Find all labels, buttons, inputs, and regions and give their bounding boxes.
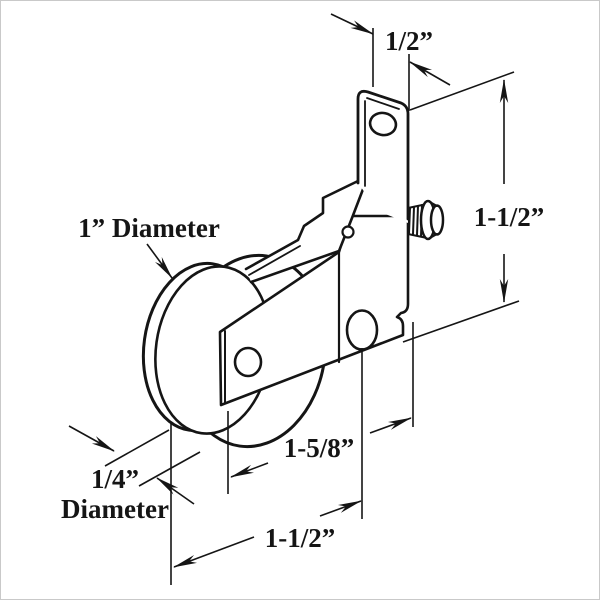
dim-wheel-diameter: 1” Diameter xyxy=(78,213,220,279)
rivet xyxy=(341,225,355,239)
label-tab-width: 1/2” xyxy=(385,26,433,56)
screw-head-cap xyxy=(429,204,445,236)
front-plate-hole xyxy=(233,346,263,378)
arm-face xyxy=(246,181,365,282)
label-groove-diameter-value: 1/4” xyxy=(91,464,139,494)
bracket-housing xyxy=(218,214,410,407)
dimension-annotations: 1/2” 1-1/2” 1” Diameter 1/4” Diameter xyxy=(61,13,545,585)
tab-top-inner-edge xyxy=(366,97,400,110)
fasteners xyxy=(233,225,379,378)
mounting-tab xyxy=(356,89,410,223)
dim-length-to-hole: 1-1/2” xyxy=(170,348,363,585)
label-wheel-diameter: 1” Diameter xyxy=(78,213,220,243)
dim-bracket-height: 1-1/2” xyxy=(402,71,545,343)
arm-thickness-line xyxy=(248,245,301,276)
dim-tab-width: 1/2” xyxy=(330,13,451,111)
adjustment-screw xyxy=(407,199,445,241)
tab-slot-hole xyxy=(368,111,398,137)
tab-outline xyxy=(356,89,410,221)
dim-length-to-notch: 1-5/8” xyxy=(227,322,414,494)
screw-threads xyxy=(408,203,427,238)
arm-top-edge xyxy=(244,179,360,271)
housing-mounting-hole xyxy=(345,309,379,351)
housing-outline xyxy=(218,214,410,407)
label-length-to-hole: 1-1/2” xyxy=(265,523,336,553)
label-length-to-notch: 1-5/8” xyxy=(284,433,355,463)
label-bracket-height: 1-1/2” xyxy=(474,202,545,232)
dim-groove-diameter: 1/4” Diameter xyxy=(61,425,201,524)
label-groove-diameter-word: Diameter xyxy=(61,494,169,524)
screw-head-bridge xyxy=(428,200,438,240)
